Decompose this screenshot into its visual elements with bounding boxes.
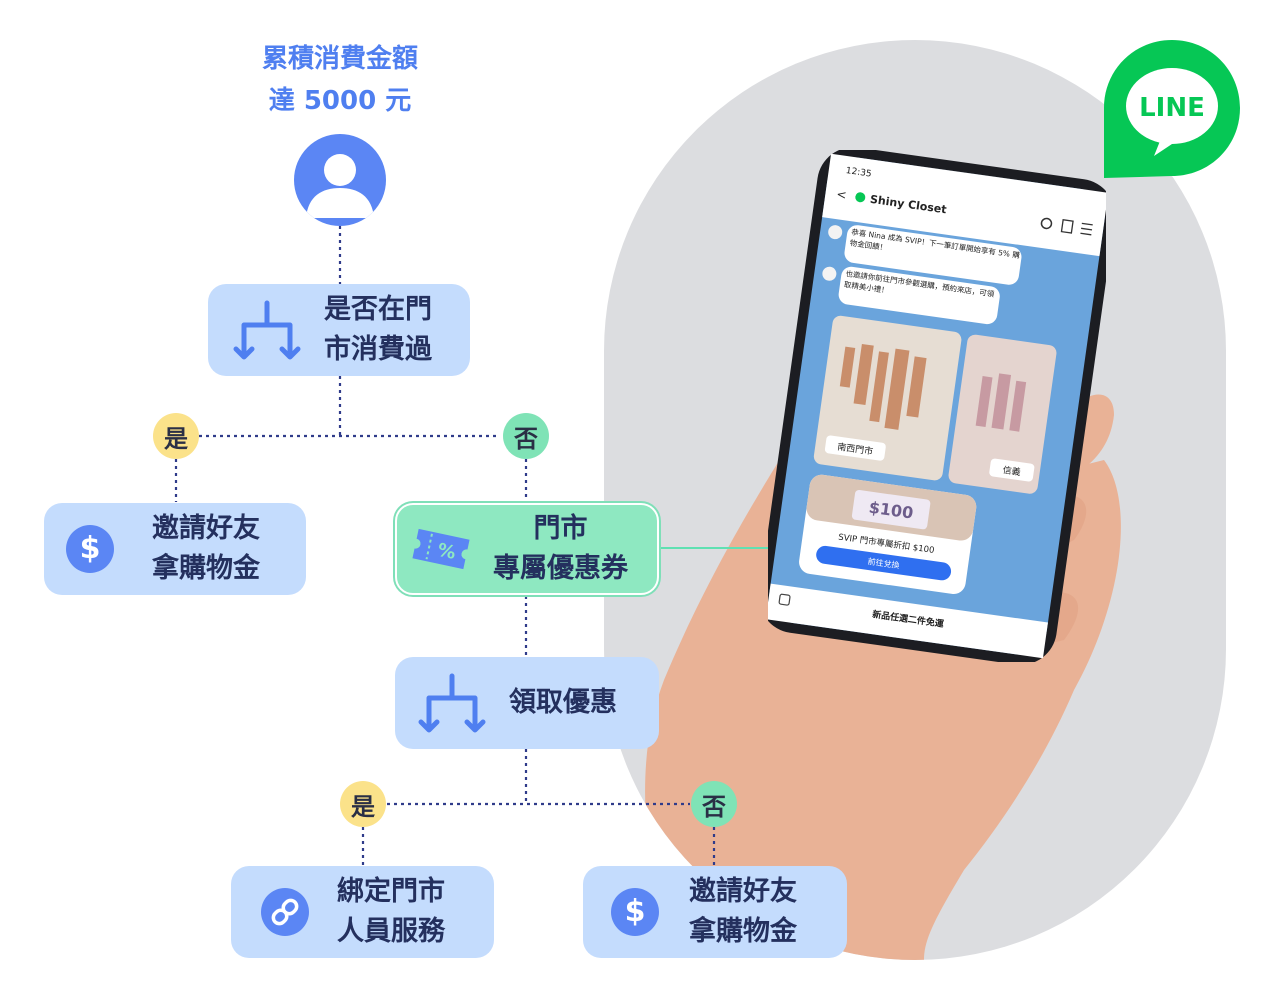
decision-claim-offer: 領取優惠 bbox=[395, 657, 659, 749]
yes-badge: 是 bbox=[340, 781, 386, 827]
branch-icon bbox=[417, 668, 487, 738]
store-coupon-node: % 門市 專屬優惠券 bbox=[395, 503, 659, 595]
line-logo-text: LINE bbox=[1139, 93, 1205, 123]
invite1-line2: 拿購物金 bbox=[152, 553, 260, 584]
invite1-line1: 邀請好友 bbox=[152, 513, 260, 544]
invite2-line2: 拿購物金 bbox=[689, 916, 797, 947]
dollar-icon: $ bbox=[66, 525, 114, 573]
link-icon bbox=[261, 888, 309, 936]
coupon-button-label: 前往兌換 bbox=[867, 556, 900, 570]
notes-icon bbox=[1060, 219, 1074, 234]
title-line1: 累積消費金額 bbox=[261, 44, 418, 74]
coupon-line2: 專屬優惠券 bbox=[493, 553, 628, 584]
title-line2: 達 5000 元 bbox=[268, 86, 412, 116]
invite-friends-node: $ 邀請好友 拿購物金 bbox=[583, 866, 847, 958]
coupon-icon: % bbox=[411, 524, 471, 574]
decision2-label: 領取優惠 bbox=[509, 687, 617, 718]
line-logo: LINE bbox=[1104, 40, 1240, 180]
store-label-2: 信義 bbox=[1002, 464, 1022, 478]
coupon-redeem-button[interactable] bbox=[815, 545, 952, 582]
user-icon bbox=[294, 134, 386, 226]
phone-mockup: 12:35 Shiny Closet < 恭喜 Nina 成為 SVIP！下一筆… bbox=[759, 147, 1115, 665]
decision1-line1: 是否在門 bbox=[324, 294, 432, 325]
invite2-line1: 邀請好友 bbox=[689, 876, 797, 907]
invite-friends-node: $ 邀請好友 拿購物金 bbox=[44, 503, 306, 595]
bind-line1: 綁定門市 bbox=[337, 876, 445, 907]
dollar-icon: $ bbox=[611, 888, 659, 936]
store-photo-1 bbox=[813, 315, 962, 481]
no-badge: 否 bbox=[503, 413, 549, 459]
svg-text:<: < bbox=[836, 187, 848, 202]
bind-staff-node: 綁定門市 人員服務 bbox=[231, 866, 494, 958]
keyboard-icon bbox=[778, 593, 791, 606]
phone-time: 12:35 bbox=[845, 166, 872, 180]
no-badge: 否 bbox=[691, 781, 737, 827]
decision-store-purchase: 是否在門 市消費過 bbox=[208, 284, 470, 376]
search-icon bbox=[1040, 217, 1053, 230]
yes-badge: 是 bbox=[153, 413, 199, 459]
branch-icon bbox=[232, 295, 302, 365]
coupon-line1: 門市 bbox=[533, 513, 588, 544]
svg-text:%: % bbox=[436, 540, 458, 564]
decision1-line2: 市消費過 bbox=[324, 334, 432, 365]
bind-line2: 人員服務 bbox=[337, 916, 445, 947]
menu-icon bbox=[1080, 222, 1093, 236]
flow-title: 累積消費金額 達 5000 元 bbox=[200, 38, 480, 122]
